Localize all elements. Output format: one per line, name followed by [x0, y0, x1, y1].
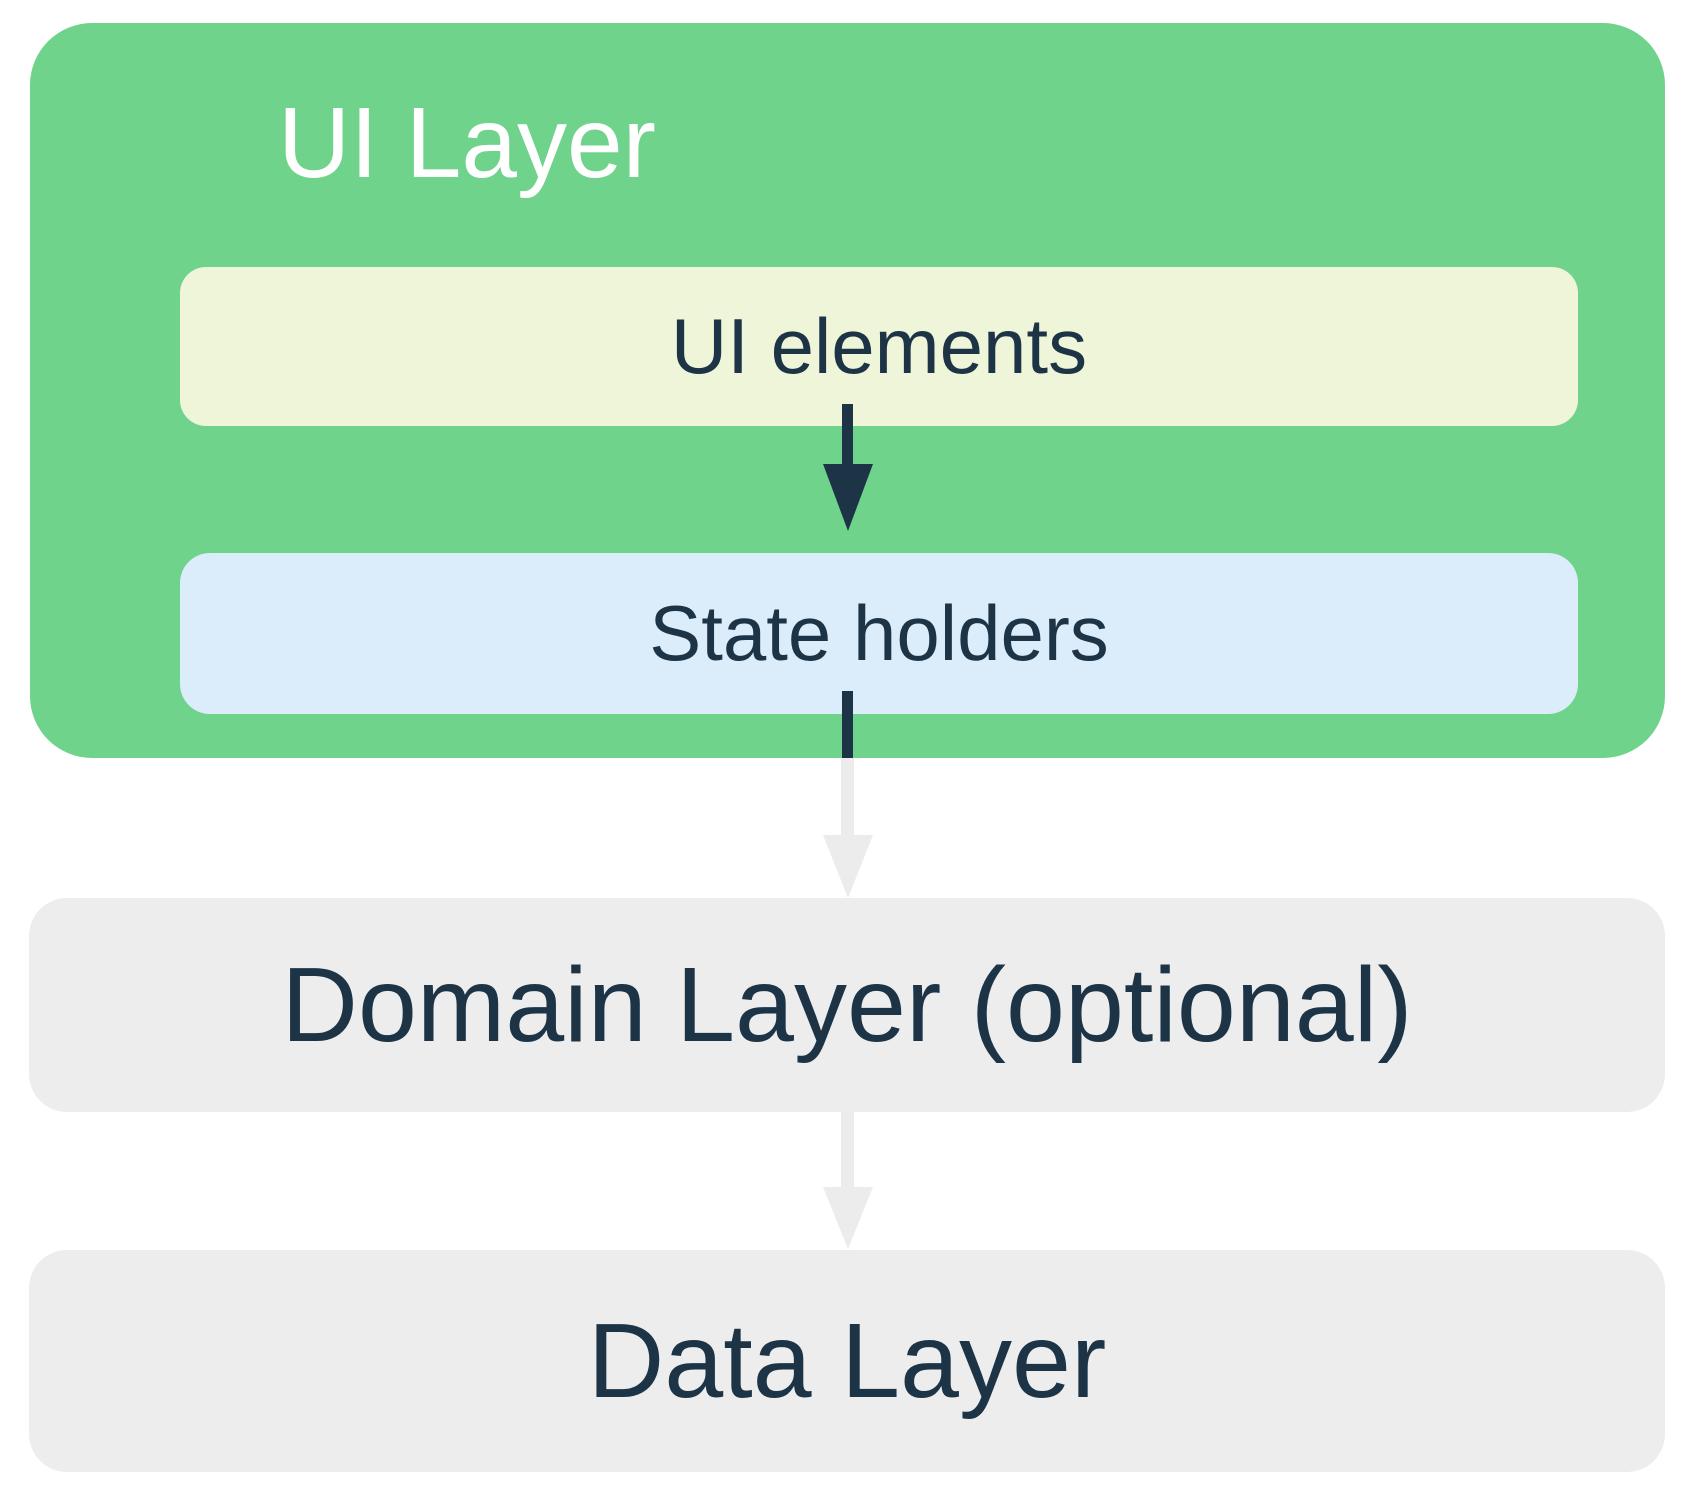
arrow-down-icon	[841, 1112, 854, 1187]
domain-layer-label: Domain Layer (optional)	[281, 945, 1413, 1064]
data-layer-box: Data Layer	[29, 1250, 1665, 1472]
arrow-down-icon	[823, 464, 873, 531]
ui-elements-label: UI elements	[670, 302, 1088, 390]
arrow-down-icon	[841, 758, 854, 835]
arrow-down-icon	[842, 404, 853, 466]
state-holders-box: State holders	[180, 553, 1578, 714]
ui-layer-container: UI Layer UI elements State holders	[30, 23, 1665, 758]
ui-layer-title: UI Layer	[278, 87, 656, 199]
arrow-down-icon	[823, 1187, 873, 1249]
connector-line	[842, 691, 853, 758]
arrow-down-icon	[823, 835, 873, 898]
state-holders-label: State holders	[649, 589, 1109, 677]
ui-elements-box: UI elements	[180, 267, 1578, 426]
domain-layer-box: Domain Layer (optional)	[29, 898, 1665, 1112]
data-layer-label: Data Layer	[587, 1301, 1107, 1420]
